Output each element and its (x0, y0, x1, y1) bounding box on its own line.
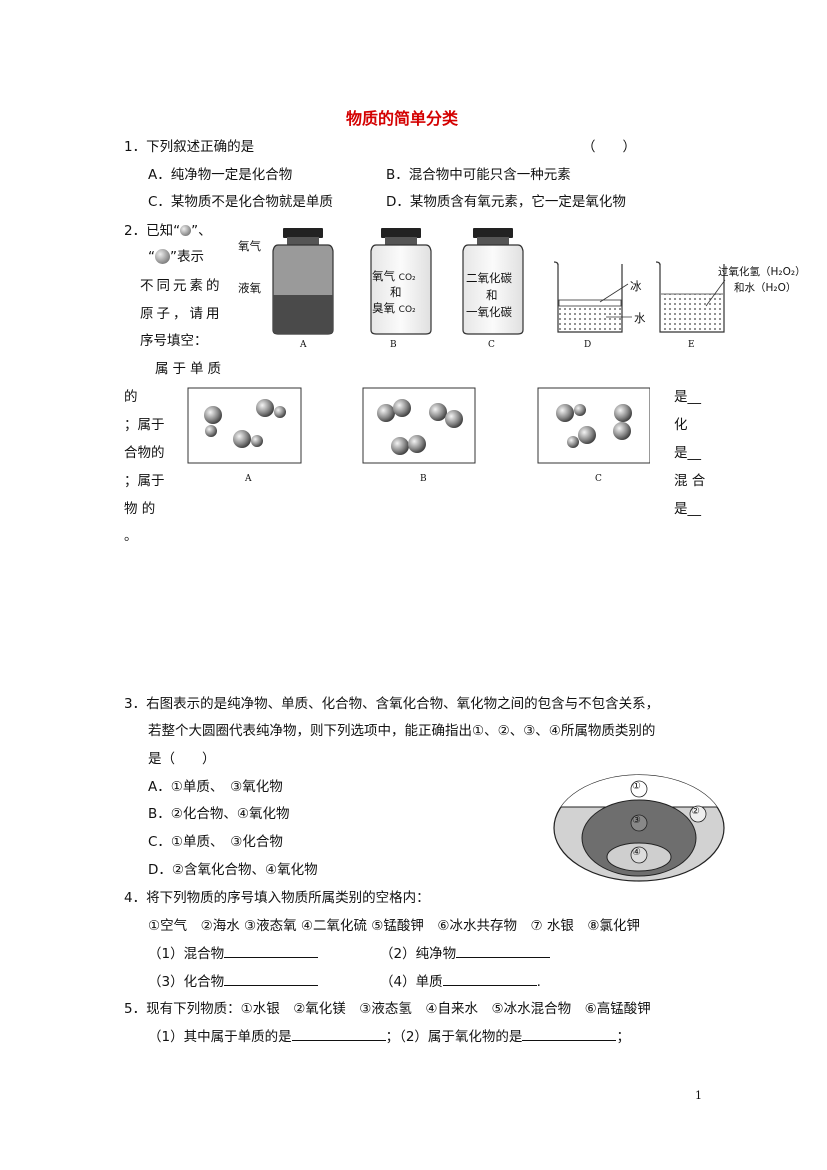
circle-label-1: ① (632, 781, 641, 792)
q3-line-3: 是（ ） (148, 751, 216, 767)
q3-option-c: C．①单质、 ③化合物 (148, 834, 283, 850)
q5-answers: （1）其中属于单质的是 ；（2）属于氧化物的是 ； (148, 1025, 630, 1045)
q1-option-d: D．某物质含有氧元素，它一定是氧化物 (386, 194, 626, 210)
q4-blank-3-input[interactable] (224, 971, 319, 986)
beaker-e (655, 261, 726, 333)
q1-option-c: C．某物质不是化合物就是单质 (148, 194, 333, 210)
q2-line-2-start: “ (148, 249, 155, 265)
q3-option-b: B．②化合物、④氧化物 (148, 806, 290, 822)
q4-blank-4-label: （4）单质 (380, 974, 443, 990)
q2-left-tail-4: ；属于 (124, 473, 165, 489)
page-number: 1 (695, 1089, 702, 1102)
jar-b-line-1: 氧气 CO₂ (372, 268, 416, 284)
q1-option-a: A．纯净物一定是化合物 (148, 167, 293, 183)
q2-right-tail-1: 是__ (674, 389, 701, 405)
page-title: 物质的简单分类 (346, 109, 459, 128)
q5-end-semicolon: ； (616, 1029, 630, 1045)
q2-line-5: 序号填空： (140, 333, 208, 349)
jar-a-top-label: 氧气 (238, 239, 261, 253)
particle-boxes-figure (187, 387, 650, 464)
beaker-d-ice-label: 冰 (630, 279, 642, 293)
q2-line-1-start: 2．已知“ (124, 223, 181, 239)
q1-option-b: B．混合物中可能只含一种元素 (386, 167, 571, 183)
q4-blank-4-input[interactable] (442, 971, 537, 986)
q4-blank-3-label: （3）化合物 (148, 974, 225, 990)
jar-c-letter: C (488, 340, 495, 350)
q4-blank-1-input[interactable] (224, 943, 319, 958)
q4-blank-4: （4）单质. (380, 970, 541, 990)
q4-blank-2: （2）纯净物 (380, 942, 551, 962)
q2-left-tail-3: 合物的 (124, 445, 165, 461)
jar-b-line-2: 和 (390, 285, 402, 299)
circle-label-3: ③ (632, 815, 641, 826)
jars-figure (272, 228, 726, 335)
q1-stem: 1．下列叙述正确的是 (124, 139, 255, 155)
jar-a-bottom-label: 液氧 (238, 281, 261, 295)
particle-box-b (362, 387, 476, 464)
q5-part-2-label: ；（2）属于氧化物的是 (385, 1029, 523, 1045)
q1-answer-paren: （ ） (582, 139, 636, 155)
q2-left-tail-1: 的 (124, 389, 138, 405)
jar-c-line-2: 和 (486, 288, 498, 302)
beaker-d (553, 261, 632, 333)
q3-option-a: A．①单质、 ③氧化物 (148, 779, 283, 795)
q3-line-2: 若整个大圆圈代表纯净物，则下列选项中，能正确指出①、②、③、④所属物质类别的 (148, 723, 656, 739)
q2-line-6: 属于单质 (155, 361, 225, 377)
large-atom-icon (155, 249, 170, 264)
particle-box-c (537, 387, 650, 464)
jar-b-formula-1: CO₂ (398, 273, 416, 283)
jar-b-formula-2: CO₂ (398, 305, 416, 315)
q4-blank-2-label: （2）纯净物 (380, 946, 457, 962)
jar-c (462, 228, 524, 335)
particle-box-a (187, 387, 302, 464)
q2-right-tail-2: 化 (674, 417, 688, 433)
q4-blank-1: （1）混合物 (148, 942, 319, 962)
jar-c-line-1: 二氧化碳 (466, 271, 512, 285)
circle-label-2: ② (691, 806, 700, 817)
particle-box-c-letter: C (595, 474, 602, 484)
q2-line-1-end: ”、 (191, 223, 212, 239)
q2-left-tail-6: 。 (124, 528, 138, 544)
jar-a-letter: A (300, 340, 307, 350)
jar-b-letter: B (390, 340, 397, 350)
jar-b (370, 228, 432, 335)
q2-line-3: 不同元素的 (140, 278, 223, 294)
q4-blank-3: （3）化合物 (148, 970, 319, 990)
q4-blank-2-input[interactable] (456, 943, 551, 958)
q4-end-dot: . (536, 974, 541, 990)
particle-box-a-letter: A (245, 474, 252, 484)
q3-line-1: 3．右图表示的是纯净物、单质、化合物、含氧化合物、氧化物之间的包含与不包含关系， (124, 696, 660, 712)
q2-line-2: “ ”表示 (148, 245, 204, 265)
q2-right-tail-3: 是__ (674, 445, 701, 461)
q2-line-4: 原子，请用 (140, 306, 223, 322)
beaker-e-letter: E (688, 340, 695, 350)
q4-items: ①空气 ②海水 ③液态氧 ④二氧化硫 ⑤锰酸钾 ⑥冰水共存物 ⑦ 水银 ⑧氯化钾 (148, 918, 640, 934)
q5-part-2-input[interactable] (522, 1026, 617, 1041)
small-atom-icon (180, 225, 192, 236)
q5-stem: 5．现有下列物质：①水银 ②氧化镁 ③液态氢 ④自来水 ⑤冰水混合物 ⑥高锰酸钾 (124, 1001, 651, 1017)
beaker-e-label-2: 和水（H₂O） (734, 282, 797, 294)
q5-part-1-input[interactable] (291, 1026, 386, 1041)
jar-b-line-3: 臭氧 CO₂ (372, 300, 416, 316)
q2-line-2-end: ”表示 (170, 249, 204, 265)
beaker-e-label-1: 过氧化氢（H₂O₂） (718, 266, 806, 278)
q5-part-1-label: （1）其中属于单质的是 (148, 1029, 292, 1045)
circle-label-4: ④ (632, 847, 641, 858)
q4-stem: 4．将下列物质的序号填入物质所属类别的空格内： (124, 890, 430, 906)
q2-right-tail-5: 是__ (674, 501, 701, 517)
q2-left-tail-2: ；属于 (124, 417, 165, 433)
jar-b-gas-2: 臭氧 (372, 301, 395, 315)
classification-circle-diagram (553, 774, 725, 882)
beaker-d-letter: D (584, 340, 592, 350)
q2-right-tail-4: 混 合 (674, 473, 706, 489)
particle-box-b-letter: B (420, 474, 427, 484)
jar-b-gas-1: 氧气 (372, 269, 395, 283)
q2-line-1: 2．已知“ ”、 (124, 219, 212, 239)
q2-left-tail-5: 物 的 (124, 501, 156, 517)
q3-option-d: D．②含氧化合物、④氧化物 (148, 862, 318, 878)
beaker-d-water-label: 水 (634, 311, 646, 325)
jar-a (272, 228, 334, 335)
q4-blank-1-label: （1）混合物 (148, 946, 225, 962)
jar-c-line-3: 一氧化碳 (466, 305, 512, 319)
